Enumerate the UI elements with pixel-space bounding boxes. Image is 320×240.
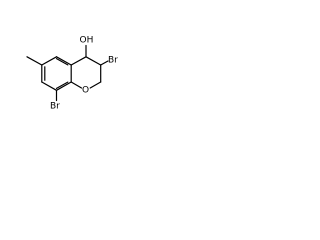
bond-c2-o1 — [89, 81, 102, 89]
structure-canvas: OH Br Br O — [0, 0, 152, 152]
bond-c4a-c5 — [55, 56, 72, 66]
molecule-diagram: OH Br Br O — [26, 36, 118, 112]
bond-c7-c8 — [41, 81, 58, 91]
atom-label-br-aryl: Br — [50, 102, 60, 112]
atom-label-o-ring: O — [82, 86, 89, 96]
atom-label-br-ring: Br — [108, 56, 118, 66]
bond-o1-c8a — [70, 81, 83, 89]
bond-c8-c8a — [55, 81, 72, 91]
atom-label-oh: OH — [80, 36, 94, 46]
bond-c8-c8a-double — [55, 81, 69, 90]
bond-c5-c6 — [41, 56, 58, 66]
bond-c4a-c4 — [70, 56, 87, 66]
bond-c4-c3 — [85, 56, 102, 66]
bond-c3-br — [100, 60, 109, 66]
bond-c6-methyl — [26, 56, 43, 66]
bond-c4a-c5-double — [55, 57, 69, 66]
